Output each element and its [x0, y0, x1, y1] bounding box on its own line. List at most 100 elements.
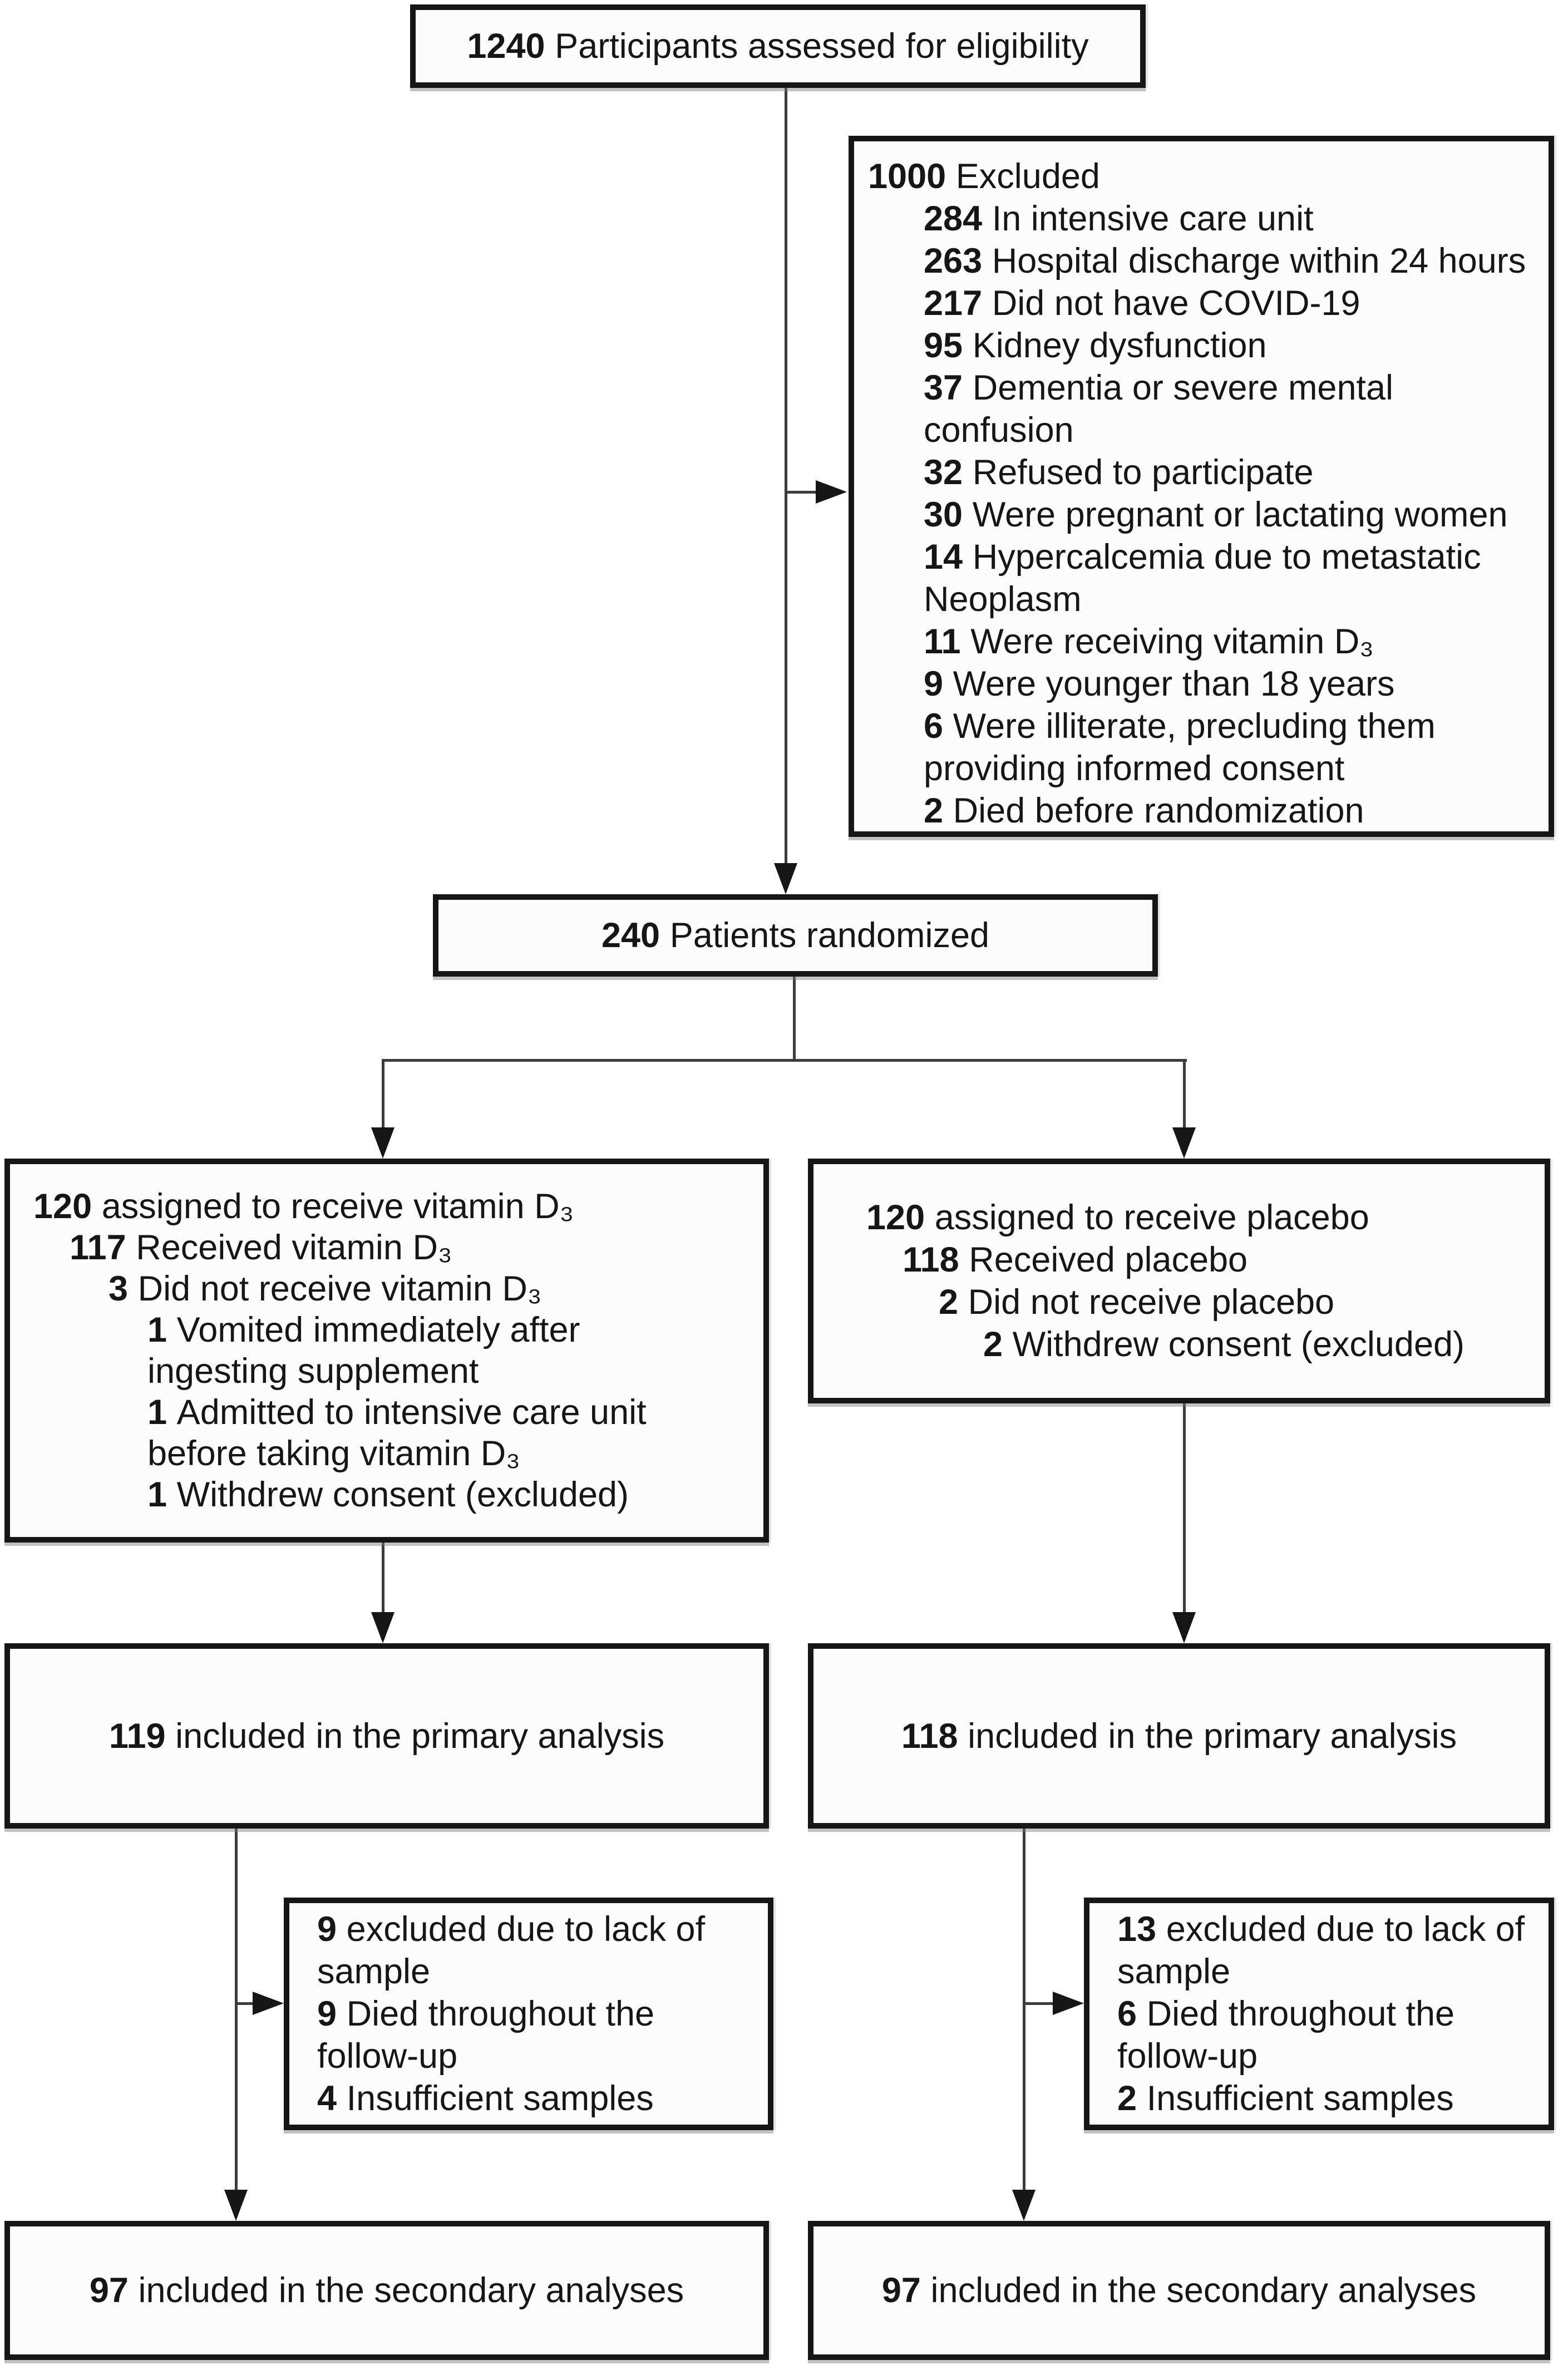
reason-count: 37: [924, 368, 963, 407]
reason-text: In intensive care unit: [992, 199, 1314, 238]
reason-text: Dementia or severe mental confusion: [924, 368, 1394, 450]
arrow-down-icon: [1172, 1612, 1196, 1643]
reason-count: 6: [924, 707, 944, 746]
connector-eligibility-to-randomized: [785, 88, 787, 864]
reason-count: 4: [317, 2079, 337, 2118]
eligibility-label: Participants assessed for eligibility: [555, 27, 1089, 66]
reason-text: Died throughout the follow-up: [1117, 1994, 1455, 2076]
secondary-right-label: included in the secondary analyses: [930, 2271, 1477, 2310]
reason-text: Did not have COVID-19: [992, 284, 1360, 323]
reason-text: Hypercalcemia due to metastatic Neoplasm: [924, 538, 1481, 619]
reason-text: Were pregnant or lactating women: [972, 495, 1508, 534]
reason-text: Were illiterate, precluding them providi…: [924, 707, 1436, 788]
reason-text: Refused to participate: [972, 453, 1314, 492]
arm-line: 118 Received placebo: [903, 1239, 1545, 1281]
reason-text: Were younger than 18 years: [953, 664, 1395, 703]
exclusion-label: Excluded: [955, 157, 1100, 196]
eligibility-count: 1240: [467, 27, 545, 66]
primary-right-label: included in the primary analysis: [968, 1716, 1457, 1756]
arm-count: 2: [939, 1283, 959, 1322]
reason-text: Insufficient samples: [1146, 2079, 1454, 2118]
reason-count: 11: [924, 622, 961, 661]
arm-text: Received placebo: [969, 1240, 1248, 1279]
reason-count: 13: [1117, 1910, 1157, 1949]
connector-branch-excluded: [785, 491, 818, 494]
arm-text: assigned to receive vitamin D₃: [101, 1187, 574, 1226]
secondary-left-label: included in the secondary analyses: [138, 2271, 684, 2310]
reason-count: 284: [924, 199, 983, 238]
reason-count: 30: [924, 495, 963, 534]
randomized-label: Patients randomized: [669, 916, 990, 955]
reason-text: Died throughout the follow-up: [317, 1994, 655, 2076]
reason-count: 14: [924, 538, 963, 577]
reason-count: 9: [317, 1910, 337, 1949]
reason-count: 263: [924, 242, 983, 280]
arm-text: assigned to receive placebo: [934, 1198, 1369, 1237]
arm-count: 118: [903, 1240, 959, 1279]
reason-count: 217: [924, 284, 983, 323]
arrow-down-icon: [1012, 2190, 1036, 2221]
reason-text: Hospital discharge within 24 hours: [992, 242, 1526, 280]
arm-count: 1: [147, 1475, 167, 1514]
connector-branch-attrition-right: [1023, 2002, 1054, 2005]
reason-count: 9: [317, 1994, 337, 2033]
arm-count: 117: [70, 1228, 126, 1267]
arrow-right-icon: [1053, 1992, 1084, 2015]
reason-count: 9: [924, 664, 944, 703]
exclusion-count: 1000: [868, 157, 946, 196]
reason-text: excluded due to lack of sample: [317, 1910, 706, 1991]
arrow-down-icon: [371, 1127, 395, 1159]
arm-count: 3: [109, 1269, 129, 1308]
arm-text: Did not receive vitamin D₃: [137, 1269, 542, 1308]
primary-right-count: 118: [901, 1716, 958, 1756]
arm-text: Admitted to intensive care unit before t…: [147, 1393, 647, 1473]
randomized-count: 240: [601, 916, 660, 955]
arm-count: 120: [33, 1187, 92, 1226]
reason-count: 32: [924, 453, 963, 492]
secondary-left-count: 97: [89, 2271, 129, 2310]
reason-text: Were receiving vitamin D₃: [970, 622, 1374, 661]
reason-text: excluded due to lack of sample: [1117, 1910, 1525, 1991]
reason-text: Died before randomization: [953, 791, 1364, 830]
connector-randomized-split: [793, 977, 796, 1061]
arrow-right-icon: [253, 1992, 284, 2015]
eligibility-box: 1240 Participants assessed for eligibilit…: [410, 4, 1146, 88]
arrow-down-icon: [1172, 1127, 1196, 1159]
arm-text: Withdrew consent (excluded): [1012, 1325, 1465, 1364]
connector-placebo-to-primary: [1183, 1403, 1186, 1613]
arm-count: 1: [147, 1393, 167, 1432]
connector-primary-right-to-secondary: [1023, 1829, 1025, 2191]
arrow-down-icon: [224, 2190, 248, 2221]
primary-left-label: included in the primary analysis: [175, 1716, 665, 1756]
arrow-right-icon: [816, 480, 847, 504]
